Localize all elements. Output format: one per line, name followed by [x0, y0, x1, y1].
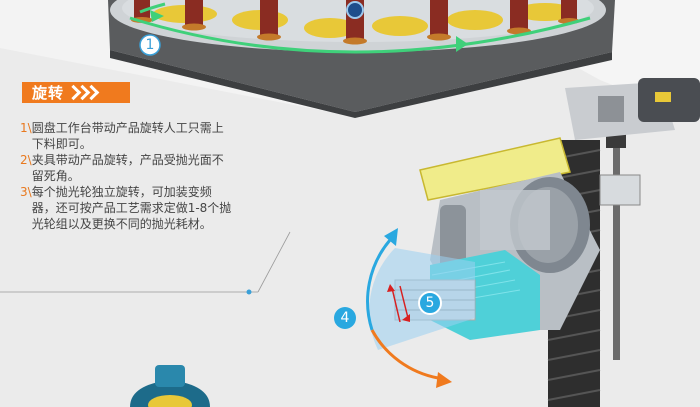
item-text: 每个抛光轮独立旋转，可加装变频器，还可按产品工艺需求定做1-8个抛光轮组以及更换…	[31, 185, 232, 231]
section-title: 旋转	[32, 84, 65, 102]
marker-1-circle	[139, 34, 161, 56]
chevron-arrows-icon	[65, 84, 100, 101]
item-text: 圆盘工作台带动产品旋转人工只需上下料即可。	[31, 121, 224, 151]
description-list: 1\ 圆盘工作台带动产品旋转人工只需上下料即可。 2\ 夹具带动产品旋转，产品受…	[20, 120, 235, 232]
partial-motor	[130, 365, 210, 407]
item-text: 夹具带动产品旋转，产品受抛光面不留死角。	[31, 153, 224, 183]
list-item: 1\ 圆盘工作台带动产品旋转人工只需上下料即可。	[20, 120, 235, 152]
section-tab: 旋转	[22, 82, 130, 103]
list-item: 3\ 每个抛光轮独立旋转，可加装变频器，还可按产品工艺需求定做1-8个抛光轮组以…	[20, 184, 235, 232]
item-number: 2\	[20, 153, 32, 167]
list-item: 2\ 夹具带动产品旋转，产品受抛光面不留死角。	[20, 152, 235, 184]
double-arrow-icon	[391, 285, 409, 323]
item-number: 1\	[20, 121, 32, 135]
marker-4: 4	[334, 307, 356, 329]
polishing-machine	[394, 78, 700, 407]
item-number: 3\	[20, 185, 32, 199]
rotation-arrow-icon	[366, 239, 392, 331]
marker-1: 1	[145, 37, 155, 53]
rotary-table	[108, 0, 615, 118]
rotation-arrow-icon	[129, 16, 591, 54]
marker-5: 5	[418, 291, 442, 315]
